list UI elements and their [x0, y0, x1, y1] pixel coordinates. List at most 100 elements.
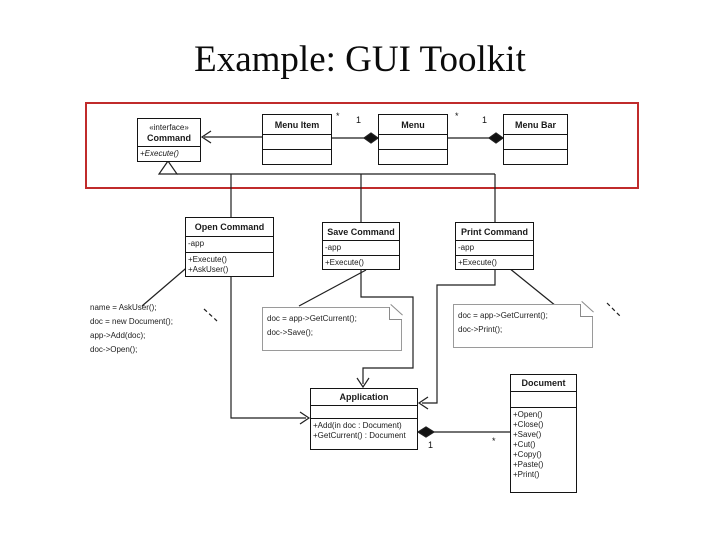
- class-title: Print Command: [460, 226, 528, 237]
- mult-menuitem-many: *: [336, 111, 340, 121]
- edge-printnote-connector: [508, 267, 557, 307]
- stereotype-label: «interface»: [149, 122, 189, 132]
- class-print-command: Print Command -app +Execute(): [455, 222, 534, 270]
- class-attributes-compartment: [379, 134, 447, 149]
- operation-label: +Execute(): [458, 258, 497, 267]
- class-command: «interface»Command +Execute(): [137, 118, 201, 162]
- operation-label: +Open(): [513, 410, 543, 419]
- note-print-note: doc = app->GetCurrent(); doc->Print();: [453, 304, 593, 348]
- class-title: Menu: [401, 119, 425, 130]
- operation-label: +Add(in doc : Document): [313, 421, 402, 430]
- highlight-rectangle: [85, 102, 639, 189]
- note-open-note: name = AskUser(); doc = new Document(); ap…: [86, 297, 204, 359]
- composition-diamond-menu-icon: [362, 132, 380, 144]
- class-save-command: Save Command -app +Execute(): [322, 222, 400, 270]
- operation-label: +Execute(): [188, 255, 227, 264]
- note-fold-icon: [389, 307, 402, 320]
- class-name-compartment: Menu Bar: [504, 115, 567, 134]
- operation-label: +Close(): [513, 420, 544, 429]
- class-name-compartment: Print Command: [456, 223, 533, 240]
- note-line: doc->Save();: [267, 328, 314, 337]
- note-line: doc = app->GetCurrent();: [267, 314, 357, 323]
- attribute-label: -app: [458, 243, 475, 252]
- operation-label: +Copy(): [513, 450, 542, 459]
- class-name-compartment: Menu Item: [263, 115, 331, 134]
- class-name-compartment: Application: [311, 389, 417, 405]
- class-attributes-compartment: [504, 134, 567, 149]
- operation-label: +Execute(): [325, 258, 364, 267]
- class-name-compartment: «interface»Command: [138, 119, 200, 146]
- class-operations-compartment: +Execute(): [456, 255, 533, 269]
- class-attributes-compartment: -app: [186, 236, 273, 252]
- mult-menubar-one: 1: [482, 115, 488, 125]
- operation-label: +GetCurrent() : Document: [313, 431, 406, 440]
- open-arrowhead-application-right-icon: [417, 396, 429, 410]
- class-name-compartment: Open Command: [186, 218, 273, 236]
- note-line: doc->Print();: [458, 325, 503, 334]
- class-operations-compartment: +Open()+Close()+Save()+Cut()+Copy()+Past…: [511, 407, 576, 492]
- class-attributes-compartment: [511, 391, 576, 407]
- note-line: name = AskUser();: [90, 303, 157, 312]
- class-title: Menu Bar: [514, 119, 556, 130]
- note-save-note: doc = app->GetCurrent(); doc->Save();: [262, 307, 402, 351]
- class-attributes-compartment: [311, 405, 417, 418]
- class-title: Application: [339, 392, 389, 402]
- note-fold-icon: [580, 304, 593, 317]
- mult-menu-one: 1: [356, 115, 362, 125]
- composition-diamond-menubar-icon: [487, 132, 505, 144]
- edge-opencommand-application: [230, 275, 306, 419]
- class-document: Document +Open()+Close()+Save()+Cut()+Cop…: [510, 374, 577, 493]
- class-title: Menu Item: [274, 119, 320, 130]
- edge-savecommand-application: [360, 268, 414, 384]
- attribute-label: -app: [325, 243, 342, 252]
- open-arrowhead-command-icon: [200, 130, 212, 144]
- edge-printnote-dash: [606, 302, 621, 317]
- class-title: Save Command: [327, 226, 395, 237]
- class-menu-item: Menu Item: [262, 114, 332, 165]
- class-operations-compartment: [379, 149, 447, 164]
- slide-title: Example: GUI Toolkit: [194, 39, 526, 80]
- edge-printcommand-application: [422, 268, 496, 404]
- mult-application-one: 1: [428, 440, 434, 450]
- note-line: doc = app->GetCurrent();: [458, 311, 548, 320]
- class-menu-bar: Menu Bar: [503, 114, 568, 165]
- class-attributes-compartment: [263, 134, 331, 149]
- class-open-command: Open Command -app +Execute()+AskUser(): [185, 217, 274, 277]
- generalization-triangle-icon: [157, 159, 179, 175]
- class-title: Document: [521, 378, 566, 388]
- edge-savenote-connector: [298, 269, 367, 307]
- class-operations-compartment: +Execute(): [138, 146, 200, 161]
- note-line: doc->Open();: [90, 345, 138, 354]
- composition-diamond-application-icon: [416, 426, 436, 438]
- operation-label: +Cut(): [513, 440, 536, 449]
- attribute-label: -app: [188, 239, 205, 248]
- note-line: app->Add(doc);: [90, 331, 146, 340]
- open-arrowhead-application-top-icon: [356, 377, 370, 389]
- class-title: Command: [146, 132, 191, 143]
- class-operations-compartment: +Add(in doc : Document)+GetCurrent() : D…: [311, 418, 417, 449]
- class-name-compartment: Document: [511, 375, 576, 391]
- class-attributes-compartment: -app: [456, 240, 533, 255]
- open-arrowhead-application-left-icon: [299, 411, 311, 425]
- operation-label: +Execute(): [140, 149, 179, 158]
- class-operations-compartment: +Execute(): [323, 255, 399, 269]
- class-application: Application +Add(in doc : Document)+GetCu…: [310, 388, 418, 450]
- class-name-compartment: Save Command: [323, 223, 399, 240]
- class-name-compartment: Menu: [379, 115, 447, 134]
- class-operations-compartment: [504, 149, 567, 164]
- mult-document-many: *: [492, 436, 496, 446]
- operation-label: +Print(): [513, 470, 540, 479]
- class-operations-compartment: [263, 149, 331, 164]
- operation-label: +Paste(): [513, 460, 544, 469]
- edge-opennote-dash: [203, 308, 218, 322]
- class-attributes-compartment: -app: [323, 240, 399, 255]
- class-operations-compartment: +Execute()+AskUser(): [186, 252, 273, 276]
- class-title: Open Command: [194, 222, 265, 232]
- note-line: doc = new Document();: [90, 317, 173, 326]
- operation-label: +Save(): [513, 430, 542, 439]
- operation-label: +AskUser(): [188, 265, 229, 274]
- mult-menu-many: *: [455, 111, 459, 121]
